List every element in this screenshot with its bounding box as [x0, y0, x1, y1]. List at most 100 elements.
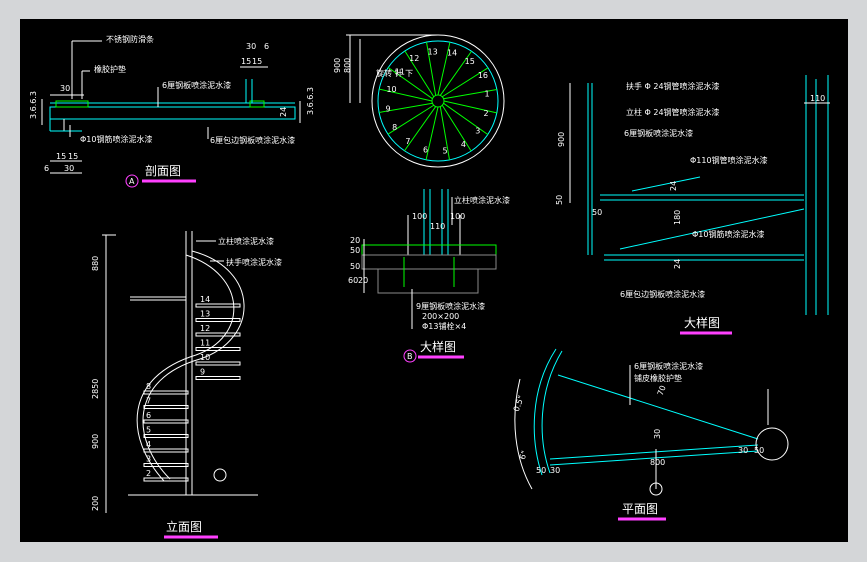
- plan-dim-800: 800: [343, 58, 352, 73]
- plan-dim-900: 900: [333, 58, 342, 73]
- stair-tread: [143, 434, 189, 438]
- stair-tread-number: 4: [146, 440, 151, 449]
- section-dim-15c: 15: [56, 152, 66, 161]
- detail-dim-50b: 50: [592, 208, 602, 217]
- stair-tread: [195, 318, 241, 322]
- detail-dim-24b: 24: [673, 259, 682, 269]
- plan-title: 平面图: [622, 502, 658, 516]
- elev-dim-200: 200: [91, 496, 100, 511]
- detail-dim-110: 110: [810, 94, 825, 103]
- stair-tread: [143, 463, 189, 467]
- stair-spoke: [379, 88, 433, 102]
- tread-dim-30b: 30: [550, 466, 560, 475]
- section-dim-6: 6: [44, 164, 49, 173]
- stair-spoke: [441, 67, 489, 98]
- detail-note-plate: 6厘钢板喷涂泥水漆: [624, 128, 693, 138]
- stair-tread-number: 8: [146, 382, 151, 391]
- column-dim-110: 110: [430, 222, 445, 231]
- section-note-rubber: 橡胶护垫: [94, 64, 126, 74]
- section-dim-15a: 15: [241, 57, 251, 66]
- stair-spoke: [437, 42, 451, 96]
- section-view: 不锈钢防滑条 橡胶护垫 6厘钢板喷涂泥水漆 Φ10钢筋喷涂泥水漆 6厘包边钢板喷…: [29, 34, 315, 188]
- elev-note-post: 立柱喷涂泥水漆: [218, 236, 274, 246]
- stair-step-number: 1: [484, 90, 489, 99]
- stair-tread-number: 7: [146, 397, 151, 406]
- section-dim-right: 3.6.6.3: [306, 87, 315, 115]
- column-note-size: 200×200: [422, 312, 459, 321]
- column-dim-100a: 100: [412, 212, 427, 221]
- tread-dim-50: 50: [536, 466, 546, 475]
- stair-tread: [143, 477, 189, 482]
- column-note-plate: 9厘钢板喷涂泥水漆: [416, 301, 485, 311]
- cad-canvas[interactable]: 不锈钢防滑条 橡胶护垫 6厘钢板喷涂泥水漆 Φ10钢筋喷涂泥水漆 6厘包边钢板喷…: [20, 19, 848, 542]
- tread-dim-angle-b: 6": [518, 449, 529, 460]
- stair-spoke: [404, 106, 437, 152]
- section-marker: A: [129, 177, 135, 186]
- stair-step-number: 14: [447, 48, 457, 57]
- plan-tread-view: 0.5" 6" 70 30 800 50 30 30 50 6厘钢板喷涂泥水漆 …: [512, 348, 789, 521]
- stair-step-number: 7: [405, 137, 410, 146]
- tread-note-rubber: 铺皮橡胶护垫: [634, 373, 682, 383]
- column-dim-60: 60: [348, 276, 358, 285]
- detail-note-bar: Φ10钢筋喷涂泥水漆: [692, 229, 764, 239]
- detail-note-post: 立柱 Φ 24钢管喷涂泥水漆: [626, 107, 720, 117]
- stair-step-number: 12: [409, 54, 419, 63]
- detail-title: 大样图: [684, 315, 720, 330]
- column-dim-50a: 50: [350, 246, 360, 255]
- stair-tread-number: 13: [200, 310, 210, 319]
- stair-step-number: 13: [428, 48, 438, 57]
- tread-dim-800: 800: [650, 458, 665, 467]
- elev-dim-900: 900: [91, 434, 100, 449]
- detail-note-edge: 6厘包边钢板喷涂泥水漆: [620, 289, 705, 299]
- stair-tread-number: 3: [146, 455, 151, 464]
- stair-tread: [143, 405, 189, 409]
- tread-dim-70: 70: [656, 384, 668, 397]
- detail-dim-180: 180: [673, 210, 682, 225]
- stair-spoke: [387, 67, 433, 100]
- stair-tread: [143, 448, 189, 453]
- stair-spoke: [443, 100, 497, 114]
- column-note-bolt: Φ13铺栓×4: [422, 321, 466, 331]
- detail-view: 110 900 50 50 24 180 24 扶手 Φ 24钢管喷涂泥水漆 立…: [555, 75, 830, 335]
- stair-spoke: [379, 102, 433, 113]
- stair-step-number: 4: [461, 140, 466, 149]
- stair-tread-number: 5: [146, 426, 151, 435]
- stair-step-number: 2: [484, 109, 489, 118]
- section-note-plate: 6厘钢板喷涂泥水漆: [162, 80, 231, 90]
- stair-step-number: 6: [423, 146, 428, 155]
- elev-dim-2850: 2850: [91, 379, 100, 399]
- column-dim-20b: 20: [358, 276, 368, 285]
- tread-dim-30c: 30: [738, 446, 748, 455]
- detail-note-handrail: 扶手 Φ 24钢管喷涂泥水漆: [626, 81, 720, 91]
- stair-spoke: [443, 89, 497, 100]
- stair-tread: [143, 390, 189, 395]
- section-note-bar: Φ10钢筋喷涂泥水漆: [80, 134, 152, 144]
- section-note-top: 不锈钢防滑条: [106, 34, 154, 44]
- stair-step-number: 15: [465, 57, 475, 66]
- elevation-title: 立面图: [166, 519, 202, 534]
- stair-step-number: 16: [478, 71, 488, 80]
- stair-step-number: 11: [395, 67, 405, 76]
- section-note-edge: 6厘包边钢板喷涂泥水漆: [210, 135, 295, 145]
- elev-dim-880: 880: [91, 256, 100, 271]
- stair-step-number: 9: [386, 104, 391, 113]
- stair-tread-number: 10: [200, 353, 210, 362]
- detail-dim-50: 50: [555, 195, 564, 205]
- section-title: 剖面图: [145, 164, 181, 178]
- column-title: 大样图: [420, 339, 456, 354]
- stair-tread: [195, 347, 241, 351]
- section-dim-30-top: 30: [246, 42, 256, 51]
- section-dim-6-top: 6: [264, 42, 269, 51]
- section-dim-left: 3.6.6.3: [29, 91, 38, 119]
- column-dim-100b: 100: [450, 212, 465, 221]
- stair-step-number: 8: [392, 123, 397, 132]
- section-dim-15b: 15: [252, 57, 262, 66]
- stair-spoke: [404, 50, 435, 98]
- stair-spoke: [425, 106, 439, 160]
- column-base-view: 立柱喷涂泥水漆 100 100 110 20 50 50 60 20 9厘钢板喷…: [348, 189, 510, 363]
- stair-tread: [143, 419, 189, 424]
- plan-note: 旋转 针 下: [376, 68, 413, 78]
- stair-tread: [195, 361, 241, 366]
